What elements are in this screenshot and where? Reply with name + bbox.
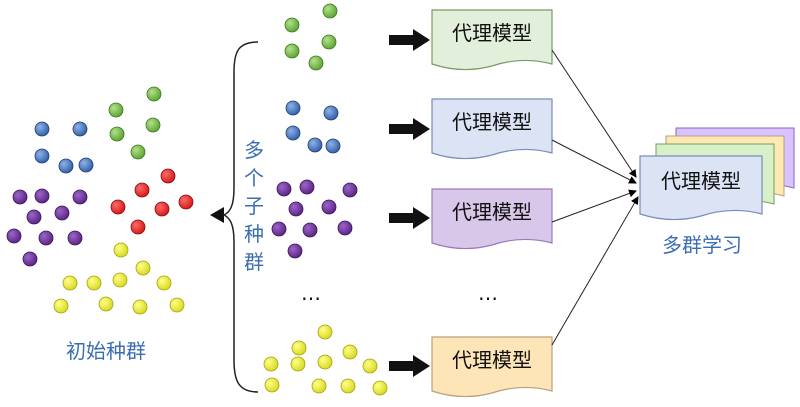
initial-yellow-dots bbox=[53, 242, 185, 315]
subpop-green-dots bbox=[284, 3, 338, 71]
subpop-char-2: 个 bbox=[244, 166, 264, 190]
surrogate-label-3: 代理模型 bbox=[452, 200, 532, 224]
connector-line-1 bbox=[551, 49, 637, 178]
subpop-purple-dots bbox=[271, 179, 358, 259]
surrogate-ellipsis: … bbox=[478, 281, 498, 305]
subpop-char-3: 子 bbox=[244, 194, 264, 218]
surrogate-card-purple: 代理模型 bbox=[431, 188, 553, 250]
connector-line-4 bbox=[551, 196, 639, 346]
surrogate-card-green: 代理模型 bbox=[431, 9, 553, 71]
surrogate-label-4: 代理模型 bbox=[452, 348, 532, 372]
connector-line-3 bbox=[551, 189, 637, 223]
connector-line-2 bbox=[551, 139, 637, 184]
initial-red-dots bbox=[110, 168, 194, 235]
multi-population-learning-label: 多群学习 bbox=[662, 233, 742, 257]
surrogate-card-orange: 代理模型 bbox=[431, 336, 553, 398]
surrogate-label-combined: 代理模型 bbox=[661, 169, 741, 193]
surrogate-card-blue: 代理模型 bbox=[431, 98, 553, 160]
initial-population-label: 初始种群 bbox=[66, 339, 146, 363]
thick-arrow-icon-4 bbox=[389, 355, 430, 377]
subpop-blue-dots bbox=[285, 100, 341, 154]
surrogate-label-2: 代理模型 bbox=[452, 110, 532, 134]
surrogate-label-1: 代理模型 bbox=[452, 21, 532, 45]
left-brace-icon bbox=[222, 41, 259, 393]
connector-lines bbox=[551, 49, 639, 346]
thick-arrow-icon-2 bbox=[389, 118, 430, 140]
thick-arrow-icon-1 bbox=[389, 29, 430, 51]
subpop-char-4: 种 bbox=[244, 222, 264, 246]
thick-arrows bbox=[389, 29, 430, 377]
subpop-char-5: 群 bbox=[244, 250, 264, 274]
subpopulations-label: 多 个 子 种 群 bbox=[244, 138, 264, 274]
initial-purple-dots bbox=[6, 188, 88, 267]
subpop-yellow-dots bbox=[263, 324, 388, 396]
subpop-ellipsis: … bbox=[301, 281, 321, 305]
initial-blue-dots bbox=[34, 121, 94, 174]
initial-population-cluster bbox=[6, 86, 194, 315]
thick-arrow-icon-3 bbox=[389, 207, 430, 229]
pointer-triangle-icon bbox=[210, 207, 224, 223]
multi-population-front-card bbox=[639, 155, 763, 221]
multi-population-stack: 代理模型 bbox=[639, 127, 795, 221]
initial-green-dots bbox=[108, 86, 162, 160]
subpop-char-1: 多 bbox=[244, 138, 264, 162]
